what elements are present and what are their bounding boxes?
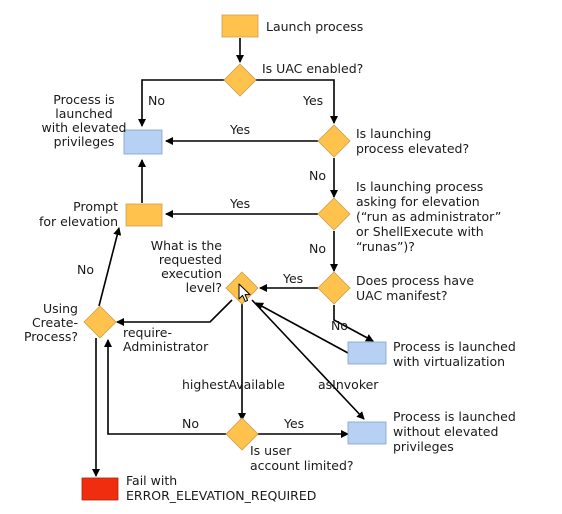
- text-line: requested: [159, 252, 222, 267]
- text-line: What is the: [151, 238, 223, 253]
- node-asking-decision: [317, 197, 351, 231]
- edge-level-asinvoker: [251, 299, 365, 420]
- edge-label-limited-yes: Yes: [283, 416, 304, 431]
- edge-createprocess-no: [98, 227, 122, 307]
- edge-label-elevated-yes: Yes: [229, 122, 250, 137]
- edge-label-level-highest: highestAvailable: [182, 377, 285, 392]
- node-uac-decision: [223, 63, 257, 97]
- edge-level-require: [116, 299, 233, 326]
- text-line: Launch process: [266, 19, 363, 34]
- text-line: Is launching: [356, 126, 431, 141]
- text-line: “runas”)?: [356, 239, 415, 254]
- edge-label-elevated-no: No: [309, 168, 326, 183]
- node-launch-box: [221, 14, 259, 38]
- node-virtualization-box: [347, 341, 387, 365]
- mouse-cursor-icon: [238, 283, 251, 302]
- text-line: Is launching process: [356, 179, 483, 194]
- edge-label-asking-no: No: [309, 241, 326, 256]
- node-launching-elevated-decision: [317, 124, 351, 158]
- label-launch: Launch process: [266, 19, 363, 34]
- text-line: Process is launched: [393, 339, 516, 354]
- edge-labels: No Yes Yes No Yes No Yes No No require-A…: [77, 93, 379, 431]
- text-line: execution: [161, 266, 222, 281]
- text-line: without elevated: [393, 424, 498, 439]
- edge-uac-yes: [254, 79, 338, 124]
- text-line: Is user: [250, 443, 292, 458]
- text-line: with virtualization: [393, 354, 505, 369]
- edge-label-uac-yes: Yes: [302, 93, 323, 108]
- text-line: with elevated: [42, 120, 127, 135]
- text-line: Fail with: [126, 473, 177, 488]
- edge-limited-no: [104, 339, 228, 435]
- edge-label-uac-no: No: [148, 93, 165, 108]
- edge-virtualization-to-level: [255, 302, 349, 354]
- text-line: asking for elevation: [356, 194, 480, 209]
- text-line: for elevation: [39, 214, 118, 229]
- edge-label-limited-no: No: [182, 416, 199, 431]
- edges: [92, 38, 374, 477]
- edge-uac-no: [138, 79, 226, 127]
- text-line: process elevated?: [356, 141, 469, 156]
- edge-label-createprocess-no: No: [77, 262, 94, 277]
- text-line: Process is: [53, 92, 114, 107]
- text-line: Administrator: [123, 339, 209, 354]
- text-line: Process is launched: [393, 409, 516, 424]
- node-elevated-result-box: [123, 129, 163, 155]
- node-createprocess-decision: [83, 305, 117, 339]
- edge-label-asking-yes: Yes: [229, 196, 250, 211]
- edge-manifest-no: [333, 305, 374, 342]
- node-limited-decision: [225, 417, 259, 451]
- text-line: require-: [123, 325, 172, 340]
- node-select-box: [125, 203, 163, 227]
- text-line: ERROR_ELEVATION_REQUIRED: [126, 488, 316, 503]
- edge-label-manifest-yes: Yes: [282, 271, 303, 286]
- text-line: privileges: [54, 134, 115, 149]
- label-uac: Is UAC enabled?: [262, 61, 363, 76]
- node-fail-box: [81, 477, 119, 501]
- node-labels: Launch process Is UAC enabled? Process i…: [24, 19, 516, 503]
- node-manifest-decision: [317, 271, 351, 305]
- text-line: level?: [186, 280, 222, 295]
- text-line: or ShellExecute with: [356, 224, 484, 239]
- text-line: account limited?: [250, 458, 354, 473]
- edge-label-level-require: require-Administrator: [123, 325, 209, 354]
- text-line: (“run as administrator”: [356, 209, 501, 224]
- text-line: Prompt: [73, 199, 118, 214]
- text-line: Is UAC enabled?: [262, 61, 363, 76]
- nodes: [81, 14, 387, 501]
- text-line: launched: [55, 106, 112, 121]
- text-line: privileges: [393, 439, 454, 454]
- text-line: Does process have: [356, 273, 474, 288]
- edge-label-level-asinvoker: asInvoker: [318, 377, 379, 392]
- edge-label-manifest-no: No: [331, 318, 348, 333]
- text-line: Create-: [32, 315, 78, 330]
- node-not-elevated-box: [347, 421, 387, 445]
- text-line: UAC manifest?: [356, 288, 448, 303]
- text-line: Using: [43, 301, 78, 316]
- text-line: Process?: [24, 329, 78, 344]
